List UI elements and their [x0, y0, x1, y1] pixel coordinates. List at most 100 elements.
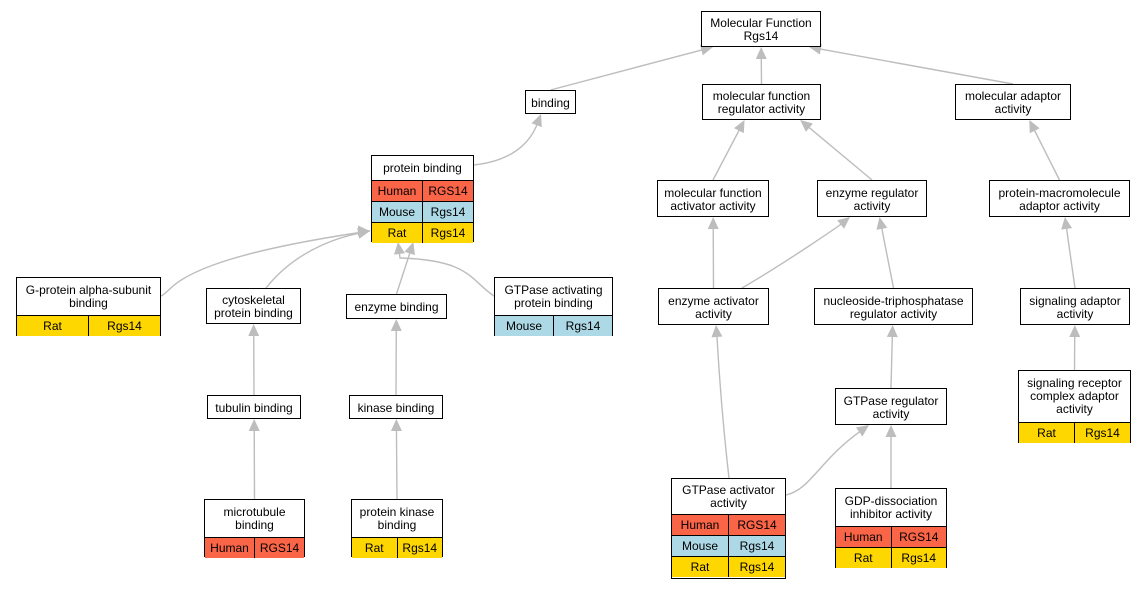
gene-cell: RGS14 — [890, 527, 947, 547]
species-cell: Human — [680, 518, 720, 532]
go-term-label: microtubule binding — [223, 504, 286, 532]
go-term-node[interactable]: enzyme binding — [346, 294, 447, 319]
gene-cell: RGS14 — [254, 538, 304, 558]
species-cell: Rat — [1037, 426, 1056, 440]
annotation-row: Mouse Rgs14 — [672, 535, 785, 556]
go-term-label: cytoskeletal protein binding — [214, 293, 293, 320]
species-cell: Rat — [387, 226, 407, 240]
is-a-edge — [550, 49, 703, 91]
go-term-node[interactable]: enzyme activator activity — [658, 288, 769, 325]
is-a-edge — [398, 252, 495, 297]
gene-cell: Rgs14 — [728, 536, 785, 556]
edge-arrowhead — [707, 217, 719, 230]
go-term-label: Molecular Function Rgs14 — [710, 16, 812, 43]
edge-arrowhead — [394, 242, 405, 255]
go-term-node[interactable]: cytoskeletal protein binding — [206, 288, 301, 324]
is-a-edge — [819, 48, 1014, 85]
go-term-node[interactable]: GTPase regulator activity — [835, 388, 947, 425]
go-term-label: GTPase activating protein binding — [504, 282, 603, 310]
go-term-label: molecular function activator activity — [664, 185, 762, 213]
gene-cell: Rgs14 — [890, 548, 947, 568]
is-a-edge — [712, 129, 741, 181]
species-cell: Mouse — [378, 205, 416, 219]
go-term-node[interactable]: binding — [525, 90, 576, 114]
is-a-edge — [890, 335, 894, 389]
is-a-edge — [1033, 129, 1061, 181]
go-term-node[interactable]: signaling adaptor activity — [1020, 288, 1130, 325]
go-term-label: GTPase activator activity — [682, 482, 775, 510]
annotation-row: Rat Rgs14 — [836, 547, 946, 568]
go-term-node[interactable]: tubulin binding — [207, 395, 301, 419]
edge-arrowhead — [800, 120, 813, 132]
go-term-label: enzyme activator activity — [668, 293, 759, 321]
annotation-row: Human RGS14 — [672, 514, 785, 535]
edge-arrowhead — [885, 425, 897, 437]
go-term-node[interactable]: nucleoside-triphosphatase regulator acti… — [814, 288, 973, 325]
go-term-node[interactable]: molecular adaptor activity — [955, 84, 1071, 120]
go-term-label: protein binding — [383, 160, 462, 175]
go-term-label: signaling receptor complex adaptor activ… — [1027, 376, 1122, 416]
go-term-label: molecular function regulator activity — [712, 89, 811, 116]
gene-cell: Rgs14 — [422, 202, 473, 222]
edge-arrowhead — [1069, 325, 1081, 338]
edge-arrowhead — [1029, 120, 1040, 134]
edge-arrowhead — [390, 419, 402, 432]
go-term-node[interactable]: enzyme regulator activity — [817, 180, 927, 217]
species-cell: Rat — [853, 551, 873, 565]
edge-arrowhead — [856, 425, 869, 437]
edge-arrowhead — [357, 227, 370, 239]
gene-cell: RGS14 — [728, 515, 785, 535]
go-term-label: signaling adaptor activity — [1029, 293, 1121, 321]
go-term-node[interactable]: signaling receptor complex adaptor activ… — [1018, 370, 1131, 443]
go-term-label: nucleoside-triphosphatase regulator acti… — [823, 293, 964, 321]
species-cell: Rat — [43, 319, 62, 333]
go-term-label: protein kinase binding — [359, 504, 435, 532]
species-cell: Human — [843, 530, 883, 544]
edge-arrowhead — [711, 325, 723, 338]
go-term-node[interactable]: protein-macromolecule adaptor activity — [989, 180, 1130, 217]
go-term-node[interactable]: kinase binding — [349, 395, 443, 419]
is-a-edge — [741, 223, 842, 289]
is-a-edge — [395, 429, 398, 500]
gene-cell: Rgs14 — [88, 316, 160, 336]
go-term-label: GDP-dissociation inhibitor activity — [844, 493, 938, 521]
go-term-label: protein-macromolecule adaptor activity — [998, 185, 1121, 213]
annotation-row: Rat Rgs14 — [372, 222, 473, 243]
species-cell: Mouse — [505, 319, 543, 333]
gene-cell: Rgs14 — [422, 223, 473, 243]
annotation-row: Mouse Rgs14 — [372, 201, 473, 222]
go-term-label: G-protein alpha-subunit binding — [25, 282, 152, 310]
is-a-edge — [473, 124, 538, 166]
go-term-node[interactable]: molecular function activator activity — [657, 180, 769, 217]
go-term-label: enzyme binding — [354, 300, 439, 314]
is-a-edge — [785, 430, 861, 496]
go-term-node[interactable]: molecular function regulator activity — [702, 84, 821, 120]
gene-cell: Rgs14 — [553, 316, 612, 336]
go-term-node[interactable]: Molecular Function Rgs14 — [701, 11, 821, 47]
edge-arrowhead — [876, 217, 888, 230]
edge-arrowhead — [886, 325, 898, 338]
edge-arrowhead — [531, 114, 542, 128]
edge-arrowhead — [1061, 217, 1073, 230]
is-a-edge — [716, 335, 730, 479]
species-cell: Mouse — [681, 539, 719, 553]
gene-cell: Rgs14 — [396, 538, 443, 558]
gene-cell: RGS14 — [422, 181, 473, 201]
edge-arrowhead — [699, 44, 713, 56]
is-a-edge — [395, 252, 411, 295]
edge-arrowhead — [404, 242, 415, 256]
